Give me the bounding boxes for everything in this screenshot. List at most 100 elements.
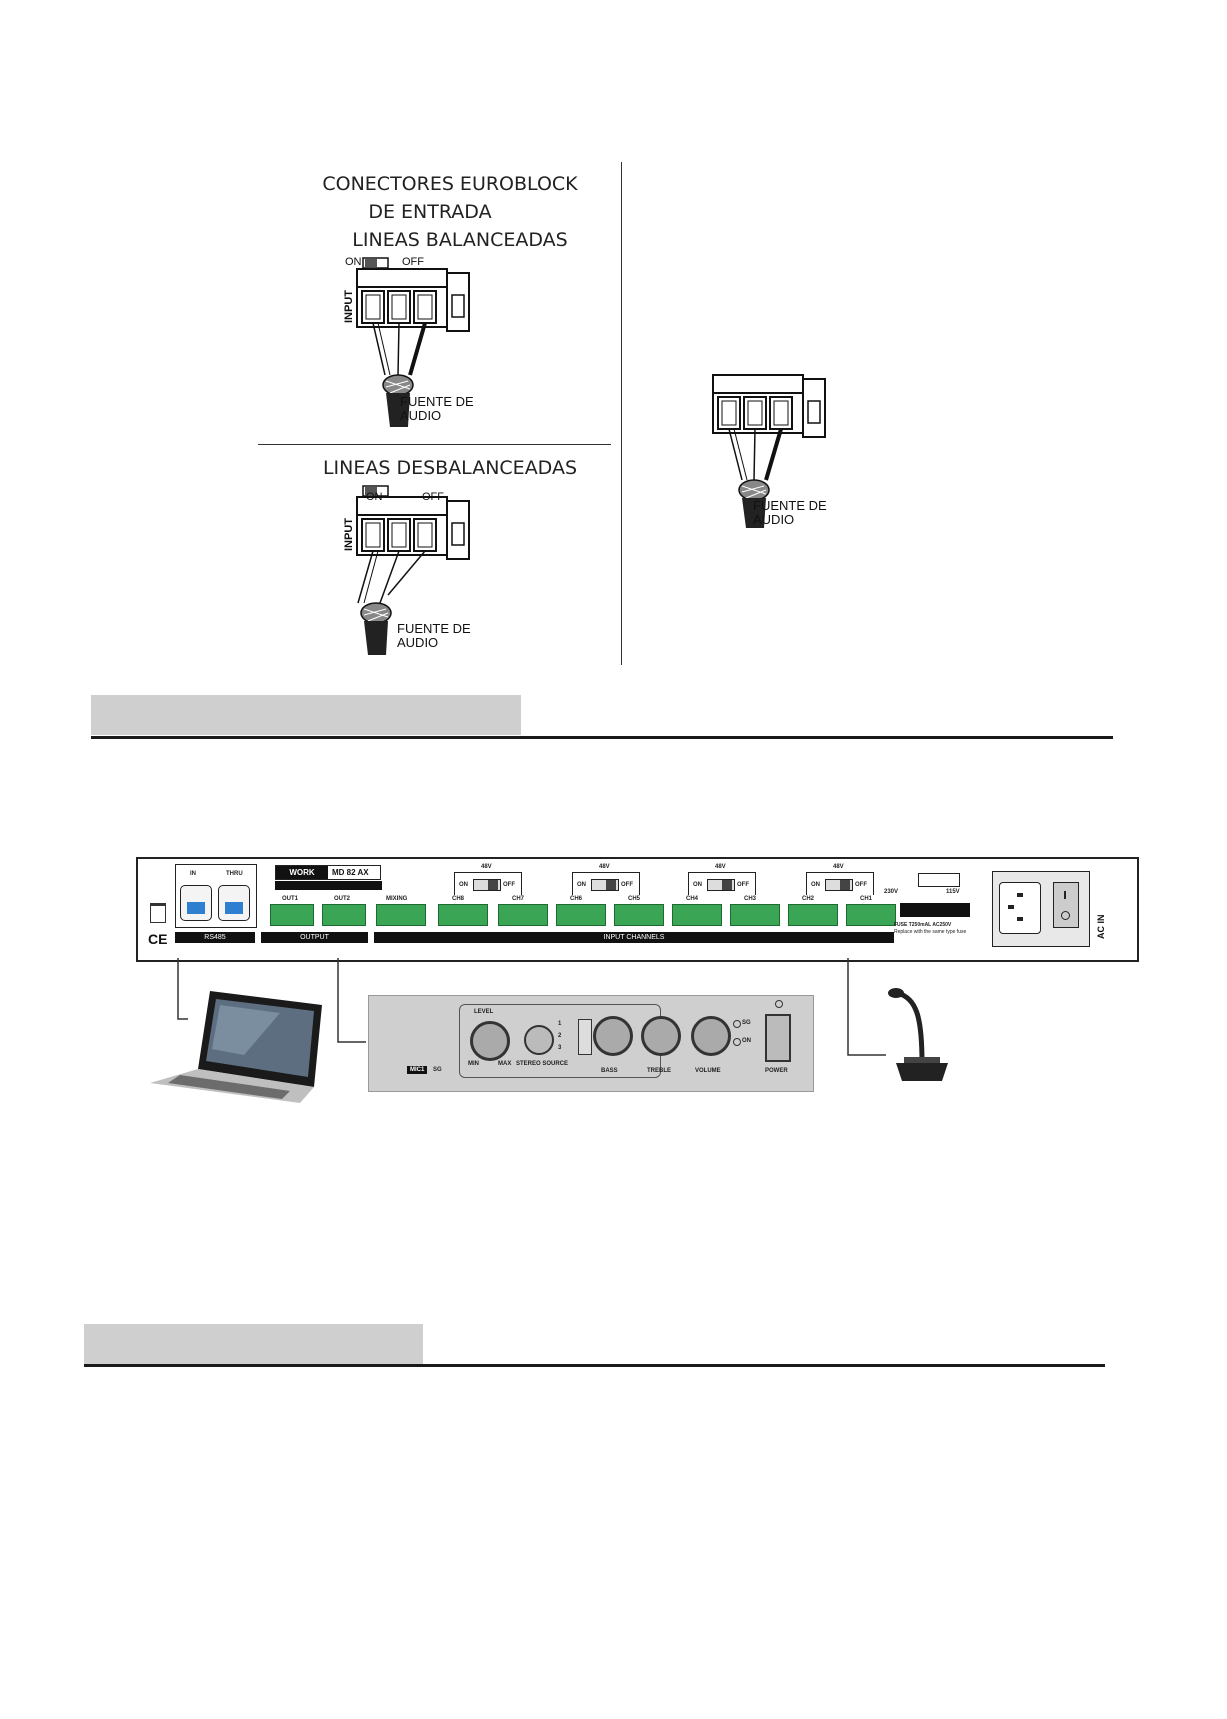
- section-rule-1: [91, 736, 1113, 739]
- rear-panel: CE IN THRU RS485 WORK MD 82 AX OUT1 OUT2…: [136, 857, 1139, 962]
- unbalanced-switch-on: ON: [366, 491, 383, 503]
- power-switch[interactable]: [765, 1014, 791, 1062]
- phantom-switch-ch4-3[interactable]: 48V ON OFF: [688, 864, 756, 895]
- rs485-label: RS485: [204, 934, 226, 941]
- switch-off-label: OFF: [503, 882, 515, 888]
- treble-knob[interactable]: [641, 1016, 681, 1056]
- phantom-label: 48V: [597, 864, 612, 870]
- unbalanced-source-line2: AUDIO: [397, 635, 439, 650]
- phantom-switch-ch6-5[interactable]: 48V ON OFF: [572, 864, 640, 895]
- level-min: MIN: [468, 1061, 479, 1067]
- connector-vertical-divider: [621, 162, 622, 665]
- sg-led-label: SG: [742, 1020, 751, 1026]
- balanced-title-line2: DE ENTRADA: [368, 201, 492, 223]
- sg-label: SG: [433, 1067, 442, 1073]
- ch1-connector: [846, 904, 896, 926]
- switch-on-label: ON: [577, 882, 586, 888]
- stereo-source-button[interactable]: [524, 1025, 554, 1055]
- switch-off-label: OFF: [737, 882, 749, 888]
- balanced-switch-off: OFF: [402, 256, 424, 268]
- fuse-text-2: Replace with the same type fuse: [894, 929, 967, 935]
- bass-knob[interactable]: [593, 1016, 633, 1056]
- switch-on-label: ON: [693, 882, 702, 888]
- iec-pin: [1017, 893, 1023, 897]
- switch-body: [473, 879, 501, 891]
- rs485-label-bar: RS485: [175, 932, 255, 943]
- mixing-connector: [376, 904, 426, 926]
- fuse-text: FUSE T250mAL AC250V: [894, 922, 952, 928]
- rocker-on-mark: [1064, 891, 1066, 899]
- switch-knob: [606, 880, 616, 890]
- unbalanced-connector-diagram: [356, 485, 470, 655]
- balanced-source-line2: AUDIO: [400, 408, 442, 423]
- phantom-label: 48V: [831, 864, 846, 870]
- ch2-label: CH2: [802, 896, 815, 902]
- sg-led: [733, 1020, 741, 1028]
- rj45-thru-port: [218, 885, 250, 921]
- voltage-selector[interactable]: [918, 873, 960, 887]
- ac-inlet[interactable]: [992, 871, 1090, 947]
- unbalanced-source-line1: FUENTE DE: [397, 621, 471, 636]
- rj45-in-port: [180, 885, 212, 921]
- balanced-source-label: FUENTE DE AUDIO: [400, 395, 474, 423]
- volume-knob[interactable]: [691, 1016, 731, 1056]
- rj45-thru-socket: [225, 902, 243, 914]
- source-indicator-bar: [578, 1019, 592, 1055]
- section-header-2: [84, 1324, 423, 1366]
- iec-socket: [999, 882, 1041, 934]
- power-label: POWER: [765, 1068, 788, 1074]
- balanced-title-line1: CONECTORES EUROBLOCK: [322, 173, 578, 195]
- ch1-label: CH1: [860, 896, 873, 902]
- input-channels-label: INPUT CHANNELS: [603, 934, 665, 941]
- ch3-label: CH3: [744, 896, 757, 902]
- on-led: [733, 1038, 741, 1046]
- right-source-line1: FUENTE DE: [753, 498, 827, 513]
- switch-on-label: ON: [811, 882, 820, 888]
- mixing-label: MIXING: [386, 896, 408, 902]
- switch-knob: [840, 880, 850, 890]
- connector-divider: [258, 444, 611, 445]
- switch-off-label: OFF: [855, 882, 867, 888]
- fuse-warning-plate: [900, 903, 970, 917]
- wall-control-panel: MIC1 SG LEVEL MIN MAX STEREO SOURCE 1 2 …: [368, 995, 814, 1092]
- ce-mark: CE: [148, 931, 168, 947]
- output-label-bar: OUTPUT: [261, 932, 368, 943]
- level-label: LEVEL: [474, 1009, 494, 1015]
- model-name: MD 82 AX: [332, 868, 369, 877]
- bass-label: BASS: [601, 1068, 618, 1074]
- source-3-label: 3: [558, 1045, 562, 1051]
- balanced-title: CONECTORES EUROBLOCK DE ENTRADA LINEAS B…: [290, 170, 610, 254]
- balanced-title-line3: LINEAS BALANCEADAS: [352, 229, 568, 251]
- ch3-connector: [730, 904, 780, 926]
- microphone-illustration: [888, 988, 948, 1081]
- unbalanced-input-label: INPUT: [343, 518, 355, 551]
- switch-knob: [722, 880, 732, 890]
- rs485-thru-label: THRU: [226, 871, 243, 877]
- balanced-input-label: INPUT: [343, 290, 355, 323]
- ch2-connector: [788, 904, 838, 926]
- phantom-switch-ch2-1[interactable]: 48V ON OFF: [806, 864, 874, 895]
- voltage-115: 115V: [946, 889, 960, 895]
- section-header-1: [91, 695, 521, 735]
- level-group: LEVEL MIN MAX STEREO SOURCE 1 2 3: [459, 1004, 661, 1078]
- voltage-230: 230V: [884, 889, 899, 895]
- rs485-in-label: IN: [190, 871, 196, 877]
- connection-lines: [177, 958, 886, 1056]
- switch-knob: [488, 880, 498, 890]
- ch6-label: CH6: [570, 896, 583, 902]
- power-led: [775, 1000, 783, 1008]
- treble-label: TREBLE: [647, 1068, 671, 1074]
- rear-panel-diagram: CE IN THRU RS485 WORK MD 82 AX OUT1 OUT2…: [136, 857, 1139, 1107]
- section-rule-2: [84, 1364, 1105, 1367]
- phantom-label: 48V: [713, 864, 728, 870]
- stereo-source-label: STEREO SOURCE: [516, 1061, 569, 1067]
- phantom-switch-ch8-7[interactable]: 48V ON OFF: [454, 864, 522, 895]
- switch-body: [591, 879, 619, 891]
- balanced-connector-diagram: [356, 257, 470, 427]
- out1-connector: [270, 904, 314, 926]
- level-knob[interactable]: [470, 1021, 510, 1061]
- source-2-label: 2: [558, 1033, 562, 1039]
- right-source-label: FUENTE DE AUDIO: [753, 499, 827, 527]
- power-rocker[interactable]: [1053, 882, 1079, 928]
- ch8-label: CH8: [452, 896, 465, 902]
